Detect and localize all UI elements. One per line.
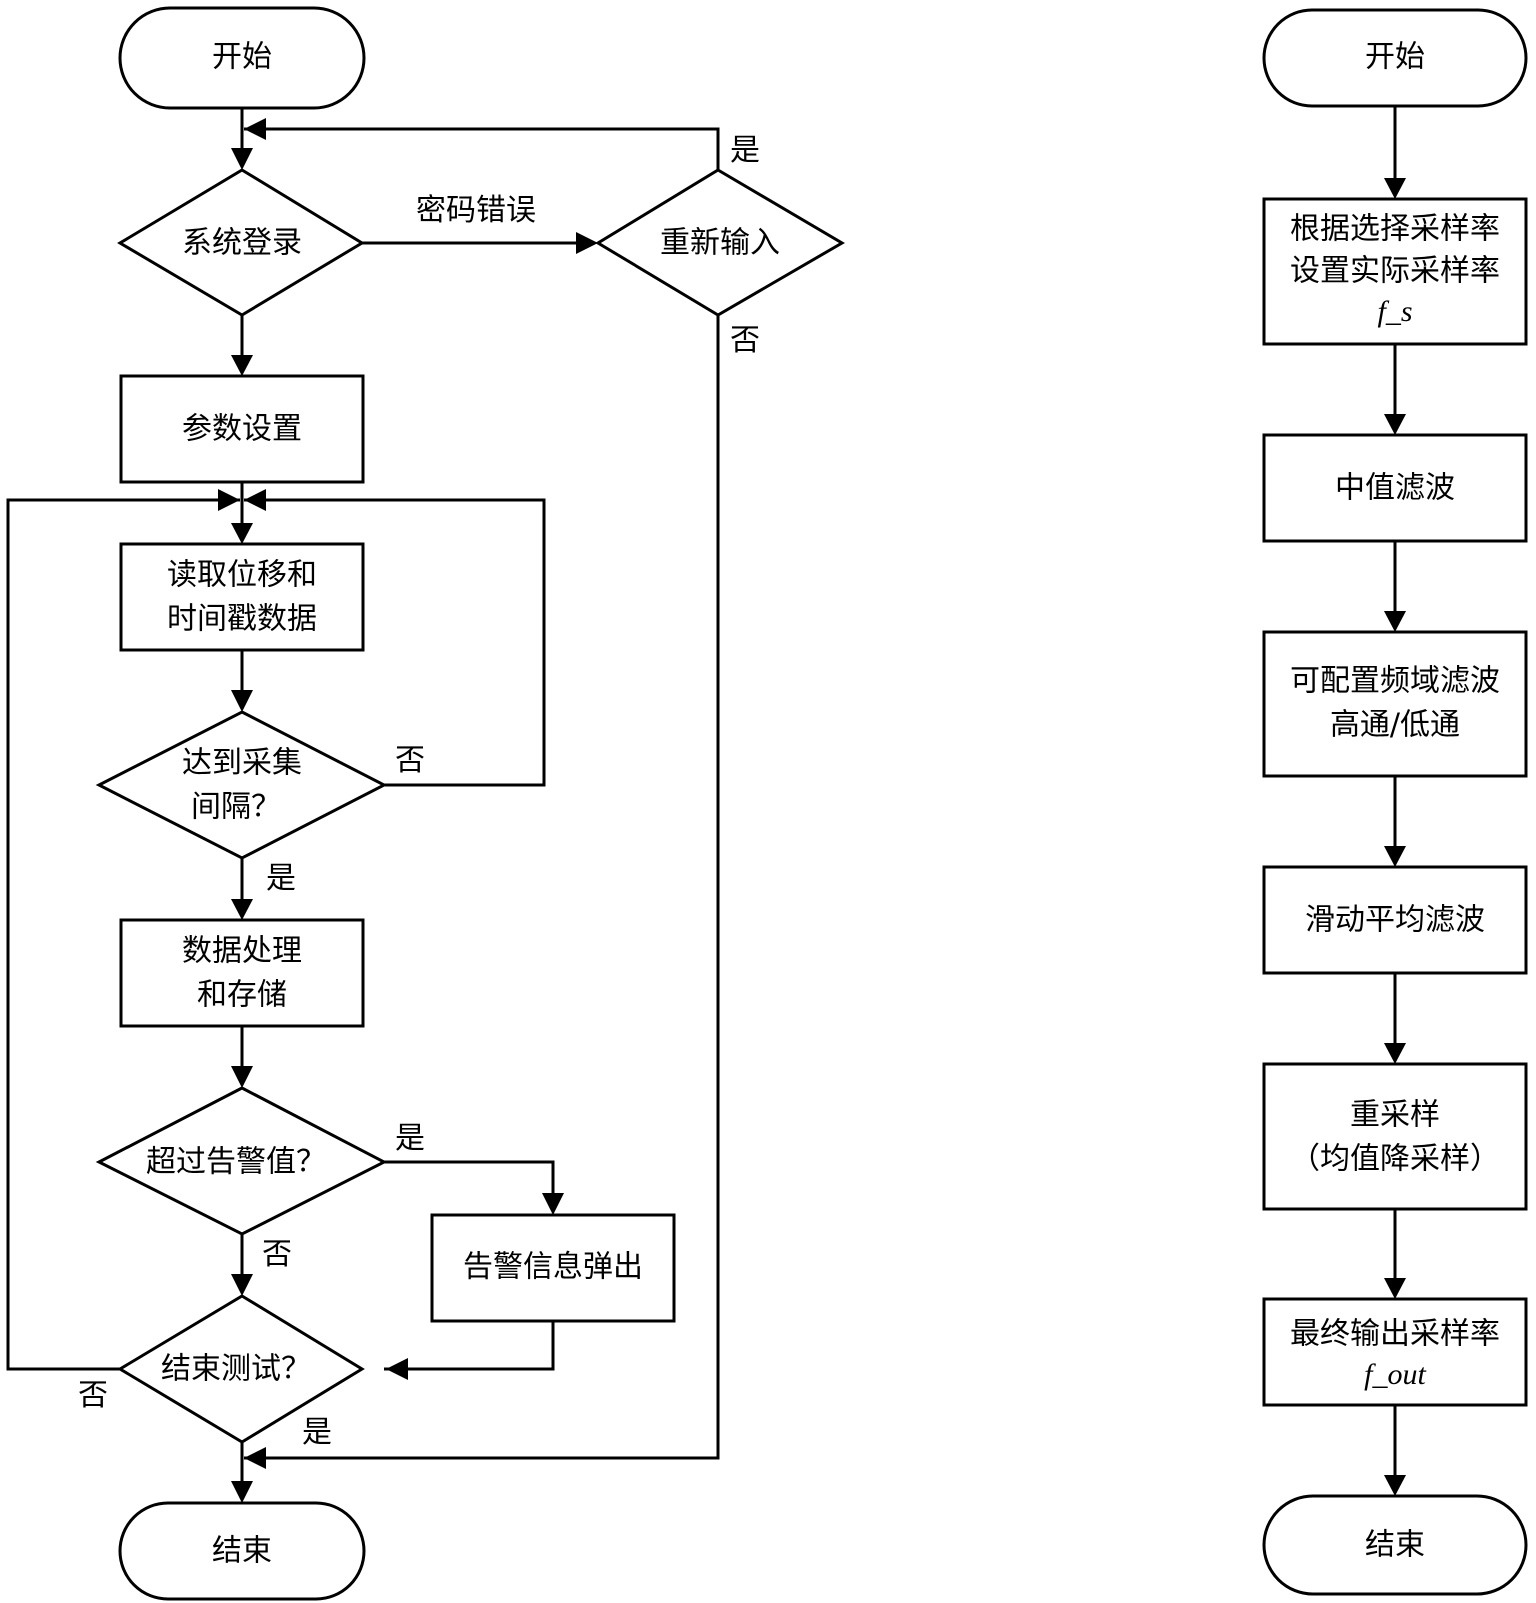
- arrowhead-process-in: [231, 899, 253, 920]
- freq-filter-line-1: 可配置频域滤波: [1290, 664, 1500, 699]
- connector-alarm-yes: [384, 1160, 555, 1195]
- alarm-popup-label: 告警信息弹出: [463, 1250, 643, 1285]
- set-rate-line-1: 根据选择采样率: [1290, 212, 1500, 247]
- connector-reenter-no: [244, 315, 720, 1460]
- end-test-no-label: 否: [78, 1378, 108, 1413]
- output-rate-variable: f_out: [1364, 1358, 1426, 1391]
- arrowhead-freq-in: [1384, 611, 1406, 632]
- alarm-no-label: 否: [262, 1237, 292, 1272]
- interval-no-label: 否: [395, 743, 425, 778]
- resample-line-2: （均值降采样）: [1290, 1142, 1500, 1177]
- right-flowchart: 开始 根据选择采样率 设置实际采样率 f_s 中值滤波 可配置频域滤波 高通/低…: [1262, 8, 1528, 1596]
- moving-avg-label: 滑动平均滤波: [1305, 903, 1485, 938]
- arrowhead-endtest-right-in: [386, 1358, 408, 1380]
- arrowhead-param-in: [231, 355, 253, 376]
- end-test-decision-label: 结束测试？: [161, 1352, 311, 1387]
- median-filter-process: [1262, 433, 1528, 543]
- arrowhead-read-in: [231, 523, 253, 544]
- end-test-yes-label: 是: [302, 1415, 332, 1450]
- arrowhead-reenter-no-merge: [244, 1447, 266, 1469]
- arrowhead-avg-in: [1384, 846, 1406, 867]
- connector-reenter-yes: [244, 127, 720, 170]
- arrowhead-login-in: [231, 148, 253, 170]
- median-filter-label: 中值滤波: [1335, 471, 1455, 506]
- process-store-line-2: 和存储: [197, 978, 287, 1013]
- set-rate-line-2: 设置实际采样率: [1290, 254, 1500, 289]
- process-store-line-1: 数据处理: [182, 934, 302, 969]
- reenter-yes-label: 是: [730, 133, 760, 168]
- param-setting-label: 参数设置: [182, 412, 302, 447]
- arrowhead-end-in: [231, 1481, 253, 1503]
- output-rate-line-1: 最终输出采样率: [1290, 1317, 1500, 1352]
- arrowhead-alarm-check-in: [231, 1066, 253, 1088]
- process-store-process: [119, 918, 365, 1028]
- right-end-terminator: [1262, 1494, 1528, 1596]
- read-data-process: [119, 542, 365, 652]
- arrowhead-setrate-in: [1384, 178, 1406, 199]
- alarm-popup-process: [430, 1213, 676, 1323]
- arrowhead-popup-in: [542, 1193, 564, 1215]
- left-end-terminator: [118, 1501, 366, 1601]
- arrowhead-reenter-in: [576, 232, 598, 254]
- resample-line-1: 重采样: [1350, 1098, 1440, 1133]
- interval-decision: [95, 710, 388, 860]
- interval-decision-line-1: 达到采集: [182, 746, 302, 781]
- alarm-decision-label: 超过告警值？: [146, 1145, 326, 1180]
- right-start-label: 开始: [1365, 40, 1425, 75]
- right-end-label: 结束: [1365, 1528, 1425, 1563]
- freq-filter-line-2: 高通/低通: [1330, 708, 1460, 743]
- resample-process: [1262, 1062, 1528, 1211]
- read-data-line-2: 时间戳数据: [167, 602, 317, 637]
- read-data-line-1: 读取位移和: [167, 558, 317, 593]
- moving-avg-process: [1262, 865, 1528, 975]
- arrowhead-interval-in: [231, 690, 253, 712]
- param-setting-process: [119, 374, 365, 484]
- reenter-no-label: 否: [730, 323, 760, 358]
- login-decision-label: 系统登录: [182, 226, 302, 261]
- alarm-yes-label: 是: [395, 1121, 425, 1156]
- arrowhead-rend-in: [1384, 1475, 1406, 1496]
- connector-interval-no: [244, 498, 546, 787]
- arrowhead-endtest-in: [231, 1274, 253, 1296]
- interval-decision-line-2: 间隔？: [191, 790, 281, 825]
- connector-endtest-no: [6, 498, 240, 1371]
- left-flowchart: 开始 系统登录 密码错误 重新输入 是 否 参数设置: [6, 6, 845, 1601]
- interval-yes-label: 是: [266, 861, 296, 896]
- set-rate-process: [1262, 197, 1528, 346]
- reenter-decision-label: 重新输入: [660, 226, 780, 261]
- set-rate-variable: f_s: [1377, 295, 1412, 328]
- arrowhead-output-in: [1384, 1278, 1406, 1299]
- password-error-label: 密码错误: [416, 193, 536, 228]
- freq-filter-process: [1262, 630, 1528, 778]
- left-start-label: 开始: [212, 40, 272, 75]
- connector-popup-endtest: [384, 1321, 555, 1371]
- left-end-label: 结束: [212, 1534, 272, 1569]
- arrowhead-resample-in: [1384, 1043, 1406, 1064]
- arrowhead-median-in: [1384, 414, 1406, 435]
